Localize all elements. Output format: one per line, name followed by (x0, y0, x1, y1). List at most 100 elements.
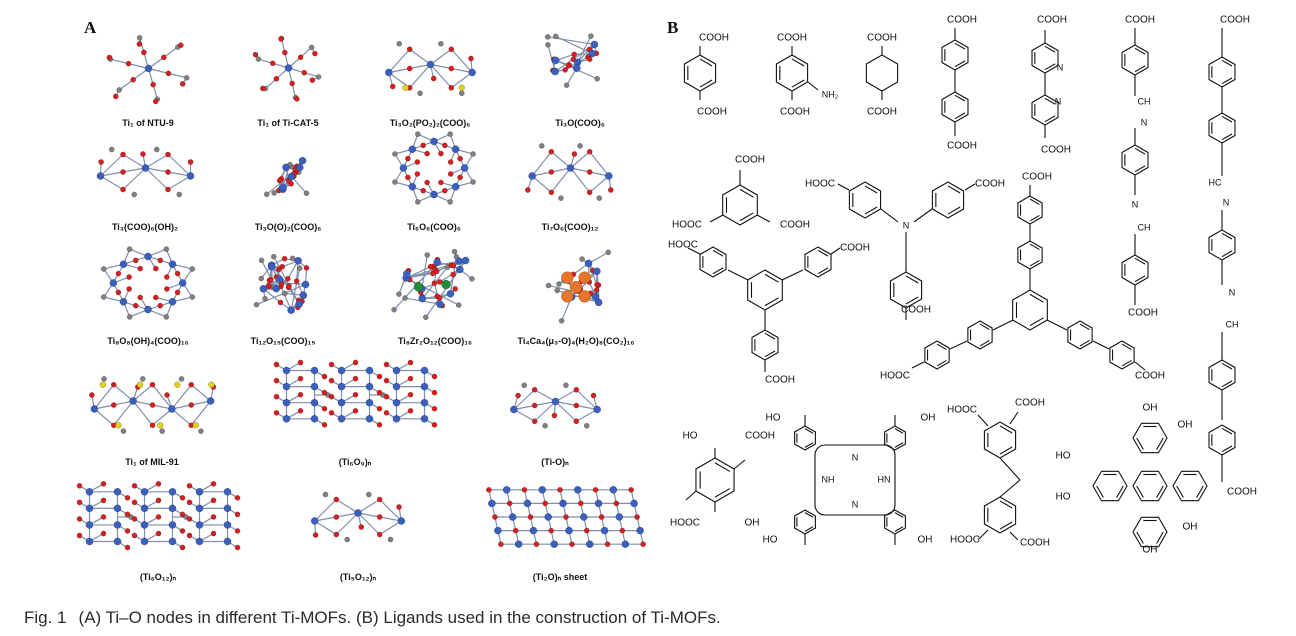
oxygen-atom (486, 486, 492, 493)
carbon-atom (189, 266, 196, 272)
carbon-atom (583, 422, 590, 429)
oxygen-atom (563, 514, 569, 520)
carbon-atom (544, 41, 551, 48)
titanium-atom (572, 63, 581, 72)
titanium-atom (278, 183, 287, 192)
oxygen-atom (210, 530, 216, 537)
carbon-atom (120, 428, 126, 434)
benzene-ring (1208, 424, 1236, 456)
carbon-atom (593, 75, 600, 82)
oxygen-atom (452, 286, 459, 292)
node-structure-7 (392, 131, 476, 205)
node-structure-8 (524, 143, 614, 201)
titanium-atom (144, 64, 152, 72)
oxygen-atom (420, 187, 427, 194)
titanium-atom (573, 485, 582, 494)
sulfur-atom (114, 422, 122, 429)
oxygen-atom (210, 514, 216, 520)
benzene-ring (1132, 422, 1168, 454)
oxygen-atom (210, 480, 216, 487)
node-structure-14 (273, 359, 437, 428)
oxygen-atom (383, 409, 389, 416)
titanium-atom (604, 172, 613, 180)
carbon-atom (605, 249, 612, 256)
oxygen-atom (594, 281, 600, 288)
oxygen-atom (265, 282, 272, 289)
carbon-atom (395, 40, 402, 47)
bond-line (837, 183, 850, 191)
oxygen-atom (119, 186, 126, 193)
titanium-atom (551, 56, 560, 64)
oxygen-atom (467, 55, 474, 61)
group-label: COOH (1022, 172, 1052, 183)
titanium-atom (550, 67, 559, 75)
oxygen-atom (119, 169, 126, 175)
group-label: HC (1209, 177, 1222, 187)
oxygen-atom (438, 179, 444, 186)
node-label: Ti₃O(COO)₆ (555, 118, 605, 128)
oxygen-atom (328, 361, 334, 368)
titanium-atom (514, 540, 523, 549)
oxygen-atom (457, 174, 463, 181)
titanium-atom (544, 513, 553, 521)
titanium-atom (446, 289, 455, 298)
titanium-atom (168, 537, 176, 546)
titanium-atom (113, 521, 121, 529)
titanium-atom (195, 537, 203, 546)
oxygen-atom (179, 511, 185, 518)
carbon-atom (365, 491, 372, 498)
oxygen-atom (531, 417, 538, 424)
titanium-atom (282, 398, 290, 407)
carbon-atom (271, 190, 277, 196)
node-structure-5 (96, 146, 194, 198)
titanium-atom (337, 366, 345, 375)
group-label: HO (1056, 492, 1071, 503)
oxygen-atom (431, 373, 437, 380)
benzene-ring (1172, 470, 1208, 502)
carbon-atom (100, 294, 107, 300)
phosphorus-atom (401, 84, 409, 91)
bond-line (1221, 59, 1233, 67)
titanium-atom (168, 487, 176, 496)
node-label: Ti₃O₂(PO₂)₂(COO)₆ (389, 118, 471, 128)
oxygen-atom (164, 186, 171, 193)
carbon-atom (258, 257, 265, 264)
oxygen-atom (352, 391, 358, 398)
oxygen-atom (149, 422, 155, 429)
caption-text: (A) Ti–O nodes in different Ti-MOFs. (B)… (78, 608, 721, 627)
oxygen-atom (174, 270, 181, 277)
carbon-atom (189, 294, 196, 300)
bond-line (804, 512, 814, 518)
oxygen-atom (273, 409, 279, 416)
oxygen-atom (383, 393, 389, 400)
node-structure-6 (263, 156, 310, 198)
oxygen-atom (174, 289, 181, 296)
titanium-atom (109, 279, 118, 287)
bond-line (687, 247, 701, 255)
group-label: HO (1056, 451, 1071, 462)
bond-line (712, 249, 724, 257)
benzene-ring (848, 181, 882, 219)
oxygen-atom (628, 486, 634, 493)
group-label: OH (1143, 403, 1158, 414)
oxygen-atom (132, 257, 139, 264)
carbon-atom (296, 265, 303, 271)
carbon-atom (470, 179, 476, 185)
bond-line (1044, 115, 1056, 123)
titanium-atom (113, 487, 121, 496)
oxygen-atom (131, 516, 137, 522)
titanium-atom (461, 256, 470, 265)
group-label: HN (878, 474, 891, 484)
titanium-atom (310, 398, 318, 407)
carbon-atom (392, 151, 398, 157)
oxygen-atom (187, 381, 194, 388)
oxygen-atom (152, 265, 159, 272)
carbon-atom (541, 422, 548, 429)
titanium-atom (295, 300, 304, 309)
carbon-atom (262, 295, 268, 302)
titanium-atom (587, 49, 596, 57)
oxygen-atom (303, 265, 310, 271)
oxygen-atom (447, 65, 454, 71)
titanium-atom (337, 382, 345, 391)
